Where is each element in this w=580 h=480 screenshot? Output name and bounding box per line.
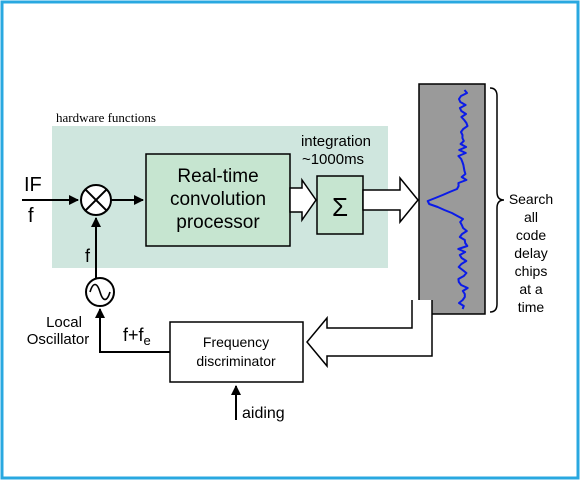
oscillator-label-line-1: Local (46, 314, 82, 331)
search-label: Search all code delay chips at a time (509, 191, 553, 315)
search-line-1: Search (509, 191, 553, 207)
oscillator-label-line-2: Oscillator (27, 331, 90, 348)
correlation-trace (426, 89, 469, 310)
sum-box (316, 175, 364, 235)
oscillator-icon (85, 277, 115, 307)
search-line-2: all (524, 209, 538, 225)
integration-label: integration (301, 133, 371, 150)
search-range-brace (489, 87, 505, 313)
discriminator-line-1: Frequency (203, 334, 269, 350)
search-line-6: at a (519, 281, 543, 297)
processor-line-1: Real-time (177, 166, 258, 187)
hardware-label: hardware functions (56, 110, 156, 125)
freq-sub-label: e (144, 333, 151, 348)
discriminator-line-2: discriminator (196, 353, 276, 369)
processor-line-2: convolution (170, 189, 266, 210)
mixer-icon (80, 184, 112, 216)
search-line-4: delay (514, 245, 547, 261)
convolution-processor-box (145, 153, 291, 247)
aiding-label: aiding (242, 405, 285, 422)
freq-main-label: f+fe (123, 325, 151, 348)
sum-to-display-block-arrow (362, 175, 419, 225)
discriminator-to-oscillator-arrow (95, 308, 170, 353)
sum-icon: Σ (332, 192, 348, 222)
search-line-3: code (516, 227, 547, 243)
search-line-7: time (518, 299, 545, 315)
if-f-label: f (28, 205, 34, 227)
processor-line-3: processor (176, 212, 260, 233)
if-label: IF (24, 174, 42, 196)
integration-time-label: ~1000ms (302, 151, 364, 168)
processor-to-sum-block-arrow (289, 177, 317, 223)
mixer-f-label: f (85, 246, 91, 266)
display-to-discriminator-arrow (306, 300, 433, 369)
frequency-discriminator-box (169, 321, 304, 383)
search-line-5: chips (515, 263, 548, 279)
correlation-display (418, 83, 486, 315)
